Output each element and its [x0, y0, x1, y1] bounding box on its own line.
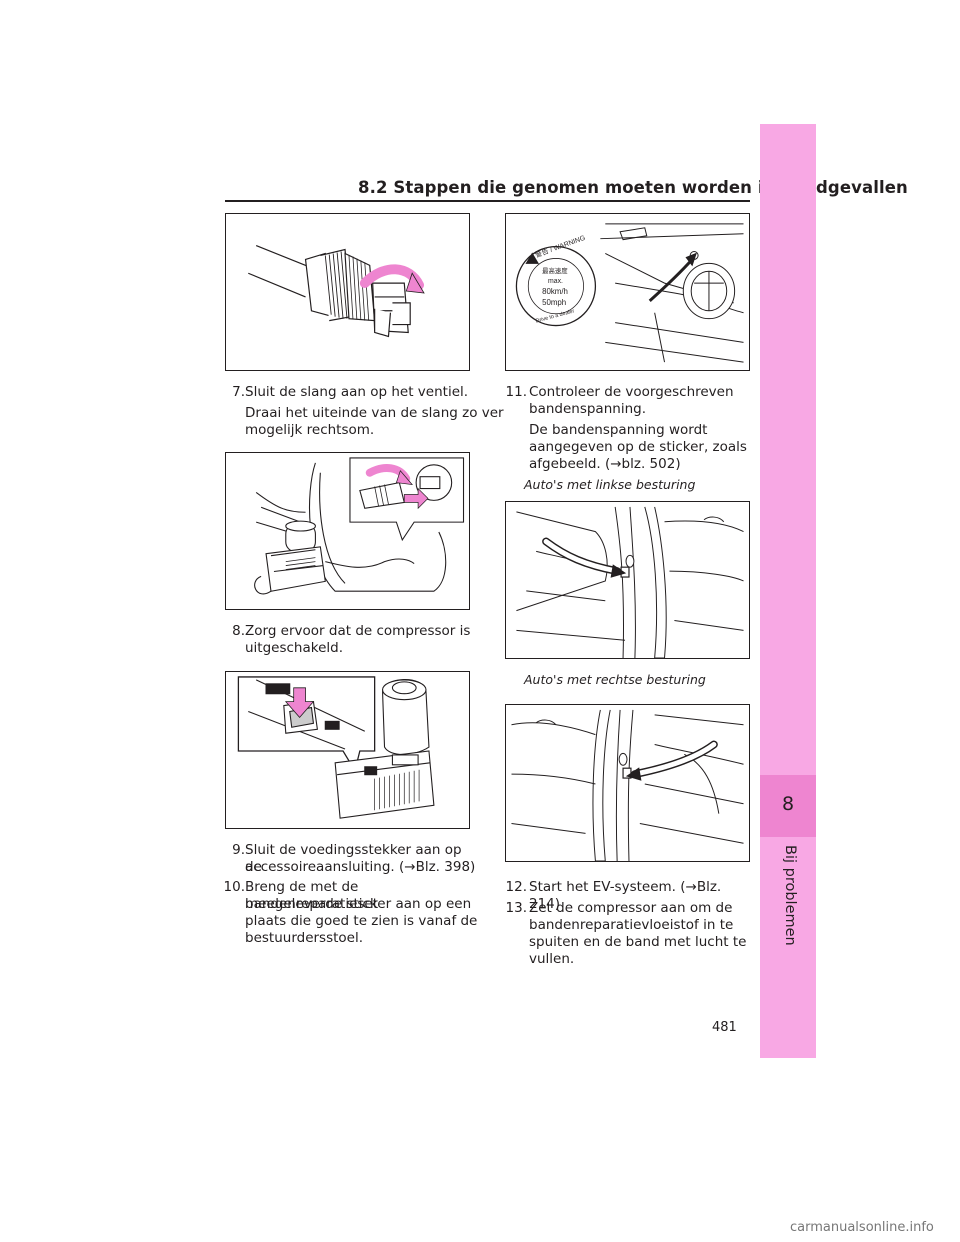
figure-hose-on-valve: [225, 452, 470, 610]
sticker-kmh: 80km/h: [542, 287, 568, 296]
figure-warning-sticker: 警告 / WARNING 最高速度 max. 80km/h 50mph Driv…: [505, 213, 750, 371]
step-10-line-4: bestuurdersstoel.: [245, 930, 364, 946]
chapter-number: 8: [781, 793, 795, 815]
step-text: Sluit de voedingsstekker aan op de: [245, 842, 462, 875]
step-number: 7.: [232, 384, 245, 400]
chapter-label: Bij problemen: [782, 845, 798, 946]
page-number: 481: [712, 1020, 737, 1035]
figure-compressor-switch: [225, 671, 470, 829]
figure-rhd-pillar: [505, 704, 750, 862]
sticker-mph: 50mph: [542, 298, 566, 307]
step-11-sub-line-3: afgebeeld. (→blz. 502): [529, 456, 681, 472]
step-13-line-2: bandenreparatievloeistof in te: [529, 917, 734, 933]
step-number: 11.: [505, 384, 527, 400]
chapter-number-box: [760, 775, 816, 837]
page-header-title: 8.2 Stappen die genomen moeten worden in…: [358, 178, 908, 197]
step-13-line-4: vullen.: [529, 951, 575, 967]
step-text: Breng de met de bandenreparatieset: [245, 879, 379, 912]
step-10-line-3: plaats die goed te zien is vanaf de: [245, 913, 478, 929]
figure-lhd-pillar: [505, 501, 750, 659]
lhd-label: Auto's met linkse besturing: [524, 477, 696, 492]
step-7-sub-line-2: mogelijk rechtsom.: [245, 422, 375, 438]
step-10-line-2: meegeleverde sticker aan op een: [245, 896, 472, 912]
step-number: 8.: [232, 623, 245, 639]
step-11-line-2: bandenspanning.: [529, 401, 646, 417]
step-text: Start het EV-systeem. (→Blz. 214): [529, 879, 722, 912]
step-text: Zet de compressor aan om de: [529, 900, 733, 916]
step-11-sub-line-1: De bandenspanning wordt: [529, 422, 708, 438]
step-text: Controleer de voorgeschreven: [529, 384, 734, 400]
watermark: carmanualsonline.info: [790, 1220, 934, 1235]
chapter-side-tab: [760, 124, 816, 1058]
sticker-max: max.: [548, 278, 563, 285]
step-13-line-3: spuiten en de band met lucht te: [529, 934, 747, 950]
step-number: 12.: [505, 879, 527, 895]
step-number: 10.: [223, 879, 245, 895]
step-text: Sluit de slang aan op het ventiel.: [245, 384, 469, 400]
step-8-line-2: uitgeschakeld.: [245, 640, 344, 656]
step-number: 13.: [505, 900, 527, 916]
sticker-max-label: 最高速度: [542, 266, 568, 275]
step-7-sub-line-1: Draai het uiteinde van de slang zo ver: [245, 405, 504, 421]
step-11-sub-line-2: aangegeven op de sticker, zoals: [529, 439, 747, 455]
step-text: Zorg ervoor dat de compressor is: [245, 623, 471, 639]
figure-hose-end: [225, 213, 470, 371]
step-number: 9.: [232, 842, 245, 858]
step-9-line-2: accessoireaansluiting. (→Blz. 398): [245, 859, 476, 875]
rhd-label: Auto's met rechtse besturing: [524, 672, 706, 687]
header-rule: [225, 200, 750, 202]
